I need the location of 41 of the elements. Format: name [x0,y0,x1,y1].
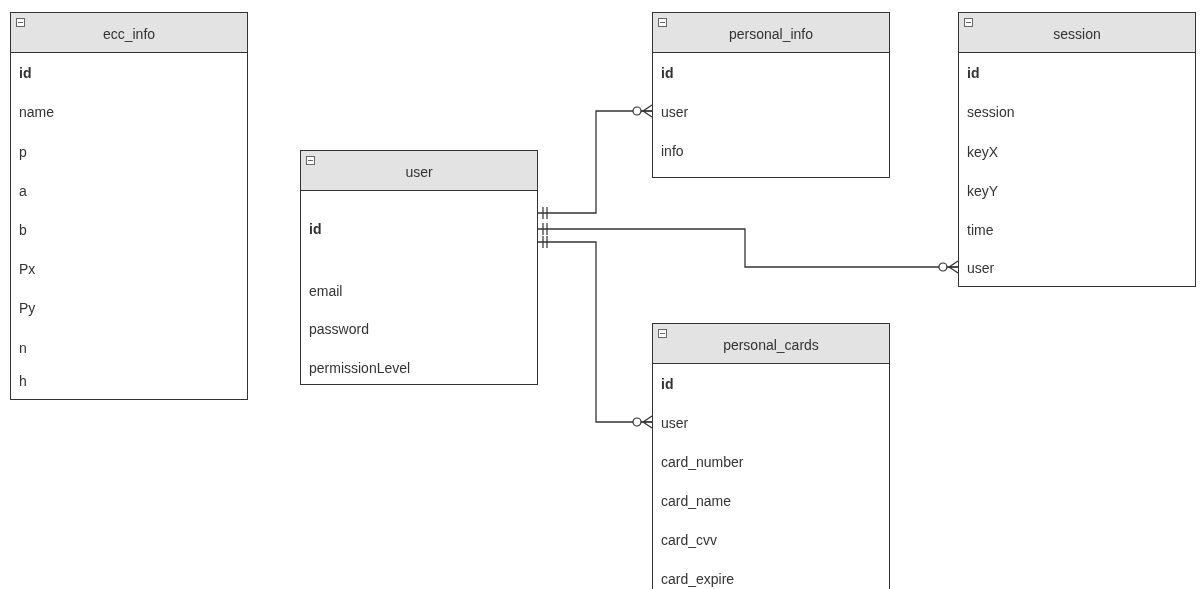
field-name: password [309,320,369,338]
table-box [10,12,248,400]
field-name: card_name [661,492,732,510]
field-name: session [967,103,1015,121]
table-box [652,323,890,589]
table-box [652,12,890,178]
field-name: info [661,142,684,160]
relationship-line [537,236,653,429]
relationship-line [537,223,959,274]
field-name: name [19,103,55,121]
field-name: card_cvv [661,531,718,549]
primary-key-field: id [661,64,674,82]
relationship-line [537,104,653,219]
field-name: user [967,259,995,277]
table-title: user [404,163,434,182]
field-name: permissionLevel [309,359,411,377]
primary-key-field: id [661,375,674,393]
field-name: card_expire [661,570,735,588]
field-name: n [19,339,27,357]
field-name: Px [19,260,36,278]
table-title: personal_info [727,25,815,44]
field-name: b [19,221,27,239]
primary-key-field: id [19,64,32,82]
table-title: personal_cards [722,336,820,355]
field-name: h [19,372,27,390]
table-box [958,12,1196,287]
field-name: a [19,182,27,200]
field-name: time [967,221,994,239]
field-name: keyX [967,143,999,161]
field-name: p [19,143,27,161]
field-name: keyY [967,182,999,200]
primary-key-field: id [309,220,322,238]
field-name: user [661,103,689,121]
field-name: card_number [661,453,744,471]
field-name: email [309,282,343,300]
table-title: session [1052,25,1102,44]
table-title: ecc_info [101,25,157,44]
table-box [300,150,538,385]
field-name: Py [19,299,36,317]
primary-key-field: id [967,64,980,82]
field-name: user [661,414,689,432]
